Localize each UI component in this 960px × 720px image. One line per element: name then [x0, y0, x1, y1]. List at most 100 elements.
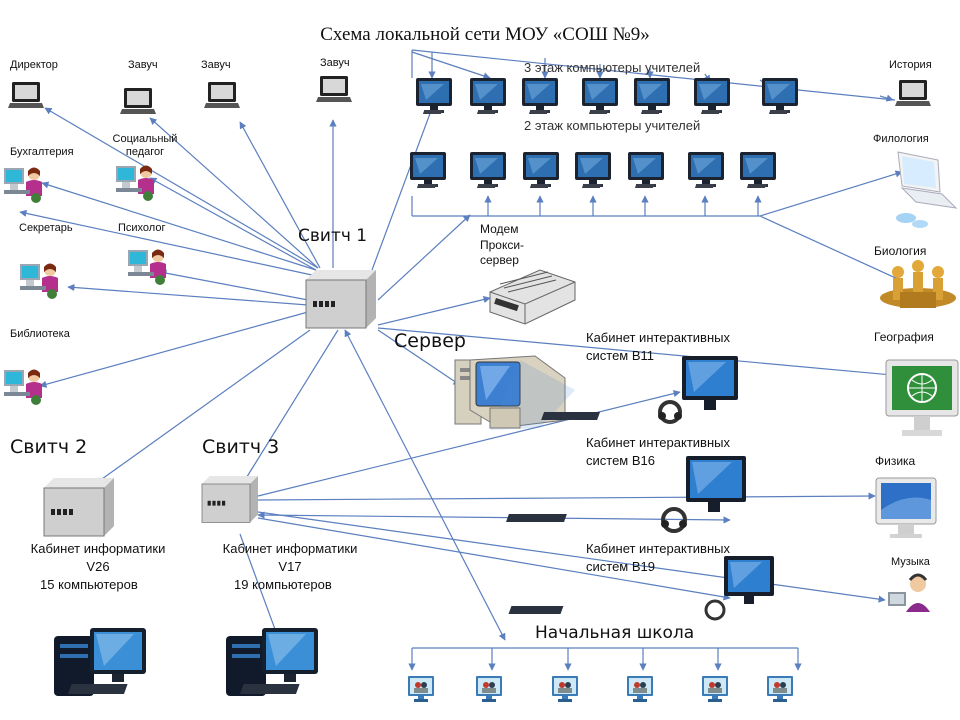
- floor2-pc-4: [575, 152, 611, 188]
- label-room-b16: Кабинет интерактивных систем В16: [586, 435, 730, 468]
- link-zavuch2: [239, 121, 321, 269]
- link-library: [39, 311, 309, 388]
- switch-3-box: [201, 475, 259, 523]
- label-secretary: Секретарь: [19, 222, 73, 234]
- label-psychologist: Психолог: [118, 222, 166, 234]
- label-geography: География: [874, 330, 934, 344]
- link-floor2: [377, 214, 471, 301]
- label-room-b11: Кабинет интерактивных систем В11: [586, 330, 730, 363]
- room-b11-icon: [541, 356, 738, 424]
- link-zavuch1: [149, 117, 319, 269]
- label-room-v17-count: 19 компьютеров: [234, 577, 332, 592]
- label-zavuch-3: Завуч: [320, 57, 350, 69]
- link-secretary: [19, 209, 313, 276]
- link-library-top: [67, 283, 309, 306]
- laptop-zavuch-2: [204, 82, 240, 108]
- link-philology: [759, 170, 903, 217]
- link-switch3: [239, 329, 339, 489]
- label-social-pedagog: Социальный педагог: [112, 133, 178, 158]
- room-b16-icon: [506, 456, 746, 533]
- label-primary-school: Начальная школа: [535, 623, 695, 643]
- label-modem: Модем Прокси-сервер: [480, 222, 525, 268]
- laptop-zavuch-3: [316, 76, 352, 102]
- link-physics: [257, 492, 876, 501]
- label-director: Директор: [10, 59, 58, 71]
- floor3-pc-6: [694, 78, 730, 114]
- label-room-v26-count: 15 компьютеров: [40, 577, 138, 592]
- label-biology: Биология: [874, 244, 927, 258]
- label-library: Библиотека: [10, 328, 70, 340]
- label-accounting: Бухгалтерия: [10, 146, 74, 158]
- laptop-director: [8, 82, 44, 108]
- label-history: История: [889, 59, 932, 71]
- floor3-pc-3: [522, 78, 558, 114]
- link-music: [257, 511, 886, 603]
- link-primary: [344, 329, 506, 641]
- link-b19: [257, 511, 731, 524]
- link-modem: [377, 296, 491, 326]
- link-floor3: [371, 99, 437, 271]
- biology-group-icon: [880, 260, 956, 308]
- label-zavuch-2: Завуч: [201, 59, 231, 71]
- primary-pc-3: [552, 676, 578, 702]
- floor2-pc-7: [740, 152, 776, 188]
- link-geography: [377, 327, 893, 378]
- label-room-v17: Кабинет информатики V17: [222, 541, 358, 574]
- geography-monitor-icon: [885, 359, 959, 436]
- link-b19b: [257, 517, 731, 601]
- laptop-history: [895, 80, 931, 106]
- label-floor2: 2 этаж компьютеры учителей: [524, 118, 701, 133]
- floor2-pc-1: [410, 152, 446, 188]
- label-floor3: 3 этаж компьютеры учителей: [524, 60, 701, 75]
- operator-social: [116, 165, 154, 201]
- floor2-pc-2: [470, 152, 506, 188]
- link-director: [44, 107, 319, 269]
- link-social: [149, 177, 317, 271]
- switch-1-box: [305, 269, 377, 329]
- primary-pc-6: [767, 676, 793, 702]
- music-user-icon: [888, 573, 930, 612]
- switch-2-box: [43, 477, 115, 537]
- primary-pc-1: [408, 676, 434, 702]
- label-server: Сервер: [394, 330, 466, 352]
- link-b16: [257, 390, 681, 497]
- floor2-pc-5: [628, 152, 664, 188]
- philology-laptop-icon: [896, 151, 958, 228]
- label-switch-3: Свитч 3: [202, 436, 280, 458]
- link-server: [377, 329, 461, 386]
- primary-pc-4: [627, 676, 653, 702]
- diagram-title: Схема локальной сети МОУ «СОШ №9»: [320, 24, 650, 45]
- operator-accounting: [4, 167, 42, 203]
- primary-pc-5: [702, 676, 728, 702]
- floor2-pc-6: [688, 152, 724, 188]
- label-room-v26: Кабинет информатики V26: [30, 541, 166, 574]
- link-switch2: [94, 329, 311, 485]
- room-v17-pc-icon: [226, 628, 318, 696]
- label-room-b19: Кабинет интерактивных систем В19: [586, 541, 730, 574]
- room-b19-icon: [508, 556, 774, 621]
- operator-secretary: [20, 263, 58, 299]
- link-biology: [759, 215, 901, 281]
- floor2-pc-3: [523, 152, 559, 188]
- room-v26-pc-icon: [54, 628, 146, 696]
- link-accounting: [41, 181, 317, 271]
- label-philology: Филология: [873, 133, 929, 145]
- primary-pc-2: [476, 676, 502, 702]
- label-switch-2: Свитч 2: [10, 436, 88, 458]
- modem-icon: [489, 269, 576, 325]
- label-zavuch-1: Завуч: [128, 59, 158, 71]
- label-physics: Физика: [875, 454, 916, 468]
- laptop-zavuch-1: [120, 88, 156, 114]
- link-psychologist: [159, 269, 309, 301]
- operator-psychologist: [128, 249, 166, 285]
- floor3-pc-7: [762, 78, 798, 114]
- floor3-pc-5: [634, 78, 670, 114]
- floor3-pc-1: [416, 78, 452, 114]
- label-music: Музыка: [891, 556, 930, 568]
- floor3-pc-4: [582, 78, 618, 114]
- floor3-pc-2: [470, 78, 506, 114]
- operator-library: [4, 369, 42, 405]
